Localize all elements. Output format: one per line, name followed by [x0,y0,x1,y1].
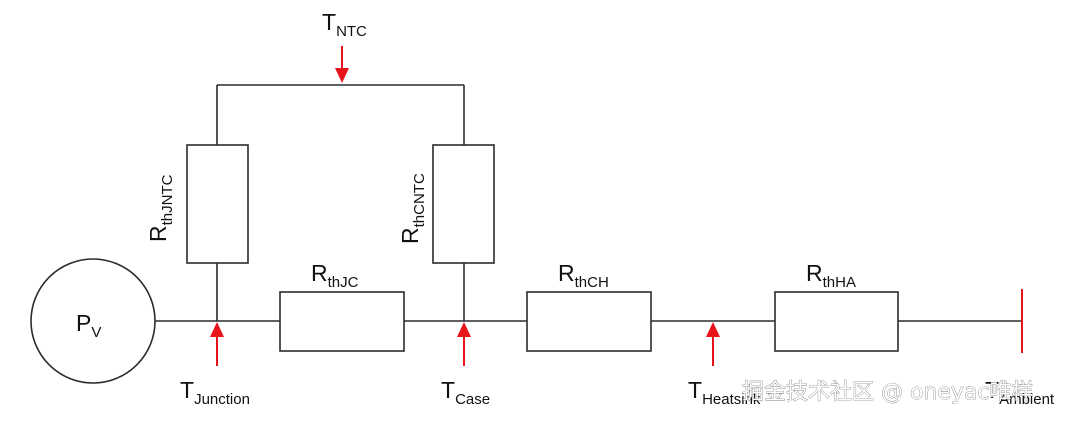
power-source-label: PV [76,310,101,341]
label-t-ambient: TAmbient [985,377,1055,408]
resistor-rthjc [279,291,405,352]
resistor-rthha [774,291,899,352]
arrow-case [457,322,471,366]
resistors [186,144,899,352]
temperature-arrows [210,46,720,366]
arrow-heatsink [706,322,720,366]
label-rthcntc: RthCNTC [397,173,428,244]
label-t-heatsink: THeatsink [688,377,761,408]
arrow-junction [210,322,224,366]
label-rthch: RthCH [558,260,609,291]
power-source-circle [30,258,156,384]
resistor-rthjntc [186,144,249,264]
watermark-text: 掘金技术社区 @ oneyac唯样 [742,380,1034,405]
wires [155,84,1022,322]
label-rthjntc: RthJNTC [145,174,176,242]
resistor-rthch [526,291,652,352]
label-t-case: TCase [441,377,490,408]
label-t-junction: TJunction [180,377,250,408]
label-rthha: RthHA [806,260,856,291]
arrow-ntc [335,46,349,83]
label-t-ntc: TNTC [322,9,367,40]
label-rthjc: RthJC [311,260,359,291]
resistor-rthcntc [432,144,495,264]
